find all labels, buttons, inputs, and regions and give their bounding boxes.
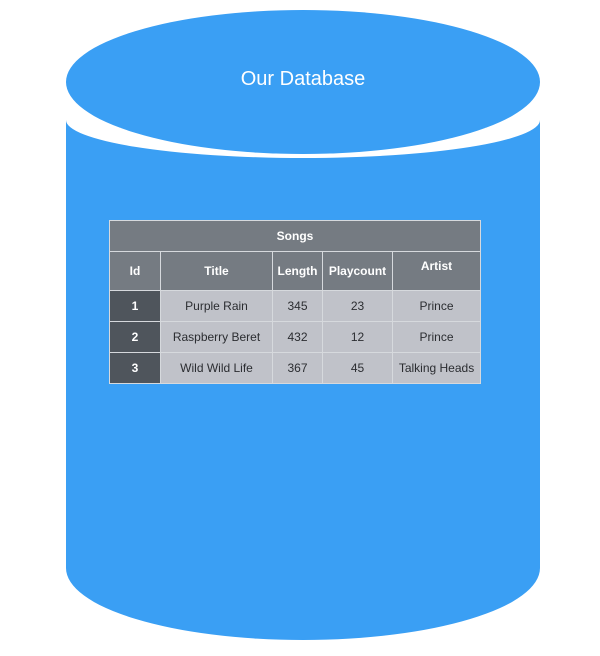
- column-header-length: Length: [272, 251, 323, 291]
- table-header-row: Id Title Length Playcount Artist: [109, 251, 482, 291]
- songs-table: Songs Id Title Length Playcount Artist 1…: [108, 220, 482, 384]
- cylinder-top: [66, 10, 540, 154]
- cell-playcount: 23: [322, 290, 393, 322]
- database-title: Our Database: [240, 68, 366, 90]
- cell-id: 2: [109, 321, 161, 353]
- cell-title: Raspberry Beret: [160, 321, 273, 353]
- cell-length: 345: [272, 290, 323, 322]
- cell-title: Purple Rain: [160, 290, 273, 322]
- cell-title: Wild Wild Life: [160, 352, 273, 384]
- cell-length: 367: [272, 352, 323, 384]
- column-header-artist: Artist: [391, 251, 482, 291]
- column-header-playcount: Playcount: [322, 251, 393, 291]
- cell-length: 432: [272, 321, 323, 353]
- column-header-id: Id: [109, 251, 161, 291]
- cell-playcount: 45: [322, 352, 393, 384]
- table-row: 1 Purple Rain 345 23 Prince: [109, 290, 482, 322]
- cell-id: 1: [109, 290, 161, 322]
- cell-id: 3: [109, 352, 161, 384]
- cell-artist: Talking Heads: [391, 352, 482, 384]
- cell-artist: Prince: [391, 290, 482, 322]
- cell-playcount: 12: [322, 321, 393, 353]
- cell-artist: Prince: [391, 321, 482, 353]
- table-caption: Songs: [108, 220, 482, 252]
- column-header-title: Title: [160, 251, 273, 291]
- table-row: 2 Raspberry Beret 432 12 Prince: [109, 321, 482, 353]
- table-row: 3 Wild Wild Life 367 45 Talking Heads: [109, 352, 482, 384]
